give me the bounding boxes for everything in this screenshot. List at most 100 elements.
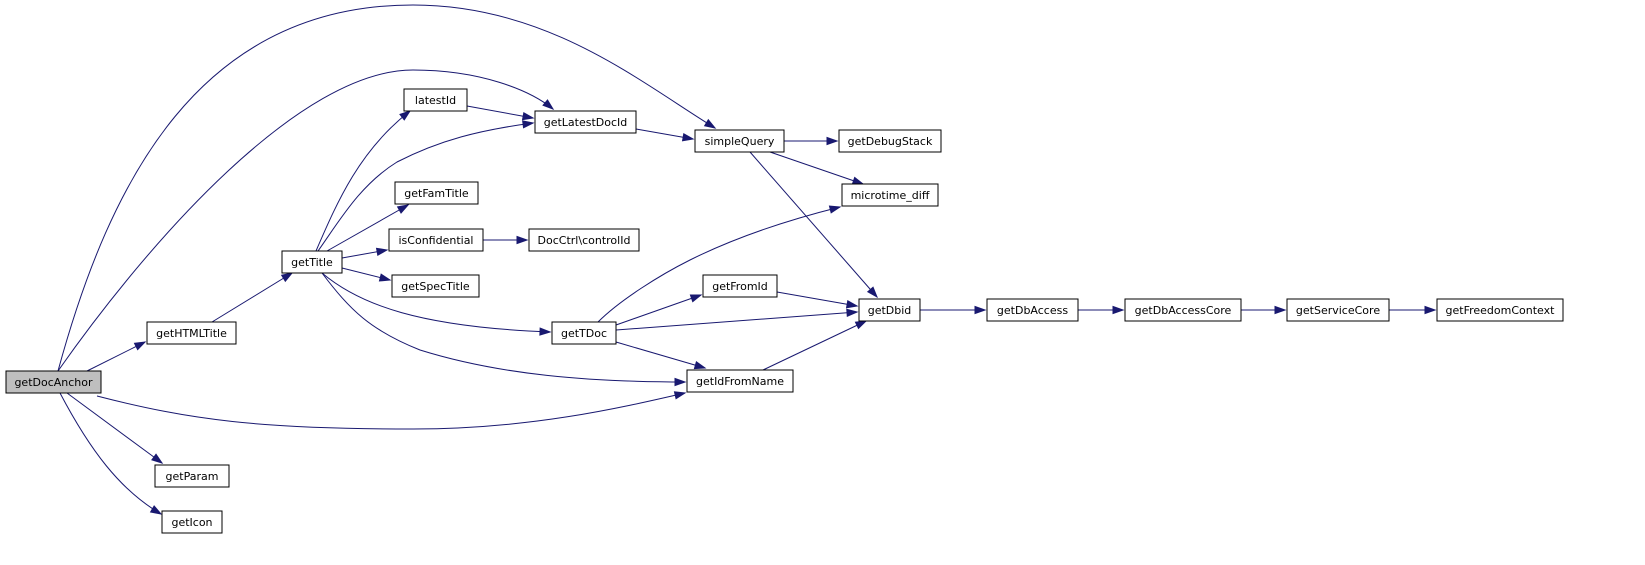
node-box[interactable]	[686, 369, 794, 393]
node-label: getParam	[166, 470, 219, 483]
arrowhead-icon	[280, 272, 294, 283]
edge-getDocAnchor-to-getLatestDocId	[57, 69, 555, 372]
node-box[interactable]	[281, 250, 343, 274]
node-box[interactable]	[694, 129, 785, 153]
arrowhead-icon	[674, 377, 687, 387]
node-latestId[interactable]: latestId	[403, 88, 468, 112]
node-label: getTDoc	[561, 327, 607, 340]
node-label: getIdFromName	[696, 375, 784, 388]
node-getFromId[interactable]: getFromId	[702, 274, 778, 298]
node-box[interactable]	[986, 298, 1079, 322]
arrowhead-icon	[673, 391, 687, 400]
node-getDebugStack[interactable]: getDebugStack	[838, 129, 942, 153]
node-getDocAnchor[interactable]: getDocAnchor	[5, 370, 102, 394]
arrowhead-icon	[846, 308, 859, 317]
edge-getLatestDocId-to-simpleQuery	[635, 128, 695, 142]
node-label: microtime_diff	[851, 189, 930, 202]
node-box[interactable]	[1436, 298, 1564, 322]
node-box[interactable]	[154, 464, 230, 488]
node-box[interactable]	[394, 181, 479, 205]
node-box[interactable]	[403, 88, 468, 112]
arrowhead-icon	[828, 205, 842, 214]
arrowhead-icon	[542, 99, 555, 110]
node-getTDoc[interactable]: getTDoc	[551, 321, 617, 345]
node-label: getTitle	[291, 256, 333, 269]
node-simpleQuery[interactable]: simpleQuery	[694, 129, 785, 153]
edge-latestId-to-getLatestDocId	[466, 105, 535, 121]
node-label: getDocAnchor	[14, 376, 93, 389]
arrowhead-icon	[522, 120, 535, 129]
node-getIdFromName[interactable]: getIdFromName	[686, 369, 794, 393]
edge-line	[326, 204, 409, 252]
edge-line	[57, 4, 716, 372]
node-getDbid[interactable]: getDbid	[858, 298, 921, 322]
node-DocCtrl_controlId[interactable]: DocCtrl\controlId	[528, 228, 640, 252]
arrowhead-icon	[149, 505, 163, 515]
node-isConfidential[interactable]: isConfidential	[388, 228, 484, 252]
node-box[interactable]	[528, 228, 640, 252]
node-box[interactable]	[841, 183, 939, 207]
node-box[interactable]	[391, 274, 480, 298]
node-label: getFamTitle	[404, 187, 469, 200]
node-label: getDebugStack	[848, 135, 933, 148]
arrowhead-icon	[854, 320, 868, 330]
node-label: getDbAccess	[997, 304, 1068, 317]
edge-getTitle-to-isConfidential	[341, 247, 389, 259]
arrowhead-icon	[681, 133, 695, 142]
arrowhead-icon	[689, 294, 703, 303]
node-label: getSpecTitle	[401, 280, 470, 293]
node-box[interactable]	[534, 110, 637, 134]
node-box[interactable]	[551, 321, 617, 345]
edge-getTitle-to-getIdFromName	[321, 272, 687, 387]
arrowhead-icon	[133, 341, 147, 351]
arrowhead-icon	[1274, 305, 1287, 315]
node-label: latestId	[415, 94, 456, 107]
arrowhead-icon	[399, 110, 412, 121]
node-getDbAccess[interactable]: getDbAccess	[986, 298, 1079, 322]
arrowhead-icon	[693, 361, 707, 370]
node-box[interactable]	[858, 298, 921, 322]
node-box[interactable]	[1124, 298, 1242, 322]
node-getParam[interactable]: getParam	[154, 464, 230, 488]
node-getSpecTitle[interactable]: getSpecTitle	[391, 274, 480, 298]
edge-line	[615, 341, 706, 369]
node-box[interactable]	[838, 129, 942, 153]
node-getDbAccessCore[interactable]: getDbAccessCore	[1124, 298, 1242, 322]
node-getHTMLTitle[interactable]: getHTMLTitle	[146, 321, 237, 345]
arrowhead-icon	[826, 136, 839, 146]
node-box[interactable]	[1286, 298, 1390, 322]
node-getServiceCore[interactable]: getServiceCore	[1286, 298, 1390, 322]
edge-getDbAccessCore-to-getServiceCore	[1241, 305, 1287, 315]
node-label: getIcon	[171, 516, 212, 529]
node-getIcon[interactable]: getIcon	[161, 510, 223, 534]
node-label: getHTMLTitle	[156, 327, 227, 340]
edge-getTitle-to-getLatestDocId	[317, 120, 535, 252]
edge-line	[317, 122, 534, 252]
node-getFreedomContext[interactable]: getFreedomContext	[1436, 298, 1564, 322]
node-getLatestDocId[interactable]: getLatestDocId	[534, 110, 637, 134]
node-box[interactable]	[5, 370, 102, 394]
node-box[interactable]	[161, 510, 223, 534]
edge-getTitle-to-getFamTitle	[326, 204, 410, 252]
edge-line	[321, 272, 551, 333]
node-label: getFreedomContext	[1446, 304, 1556, 317]
node-getTitle[interactable]: getTitle	[281, 250, 343, 274]
edge-line	[762, 320, 867, 371]
edge-line	[597, 206, 841, 323]
node-box[interactable]	[388, 228, 484, 252]
edge-getTDoc-to-getDbid	[615, 308, 859, 331]
node-getFamTitle[interactable]: getFamTitle	[394, 181, 479, 205]
nodes-layer: getDocAnchor getHTMLTitle getParam getIcon g…	[5, 88, 1564, 534]
node-box[interactable]	[146, 321, 237, 345]
edge-simpleQuery-to-getDebugStack	[784, 136, 839, 146]
edge-getTitle-to-getSpecTitle	[341, 267, 392, 282]
arrowhead-icon	[378, 273, 392, 282]
arrowhead-icon	[516, 235, 529, 245]
edge-simpleQuery-to-getDbid	[749, 151, 878, 299]
edge-getFromId-to-getDbid	[776, 291, 859, 309]
node-microtime_diff[interactable]: microtime_diff	[841, 183, 939, 207]
arrowhead-icon	[974, 305, 987, 315]
arrowhead-icon	[851, 176, 865, 185]
node-box[interactable]	[702, 274, 778, 298]
